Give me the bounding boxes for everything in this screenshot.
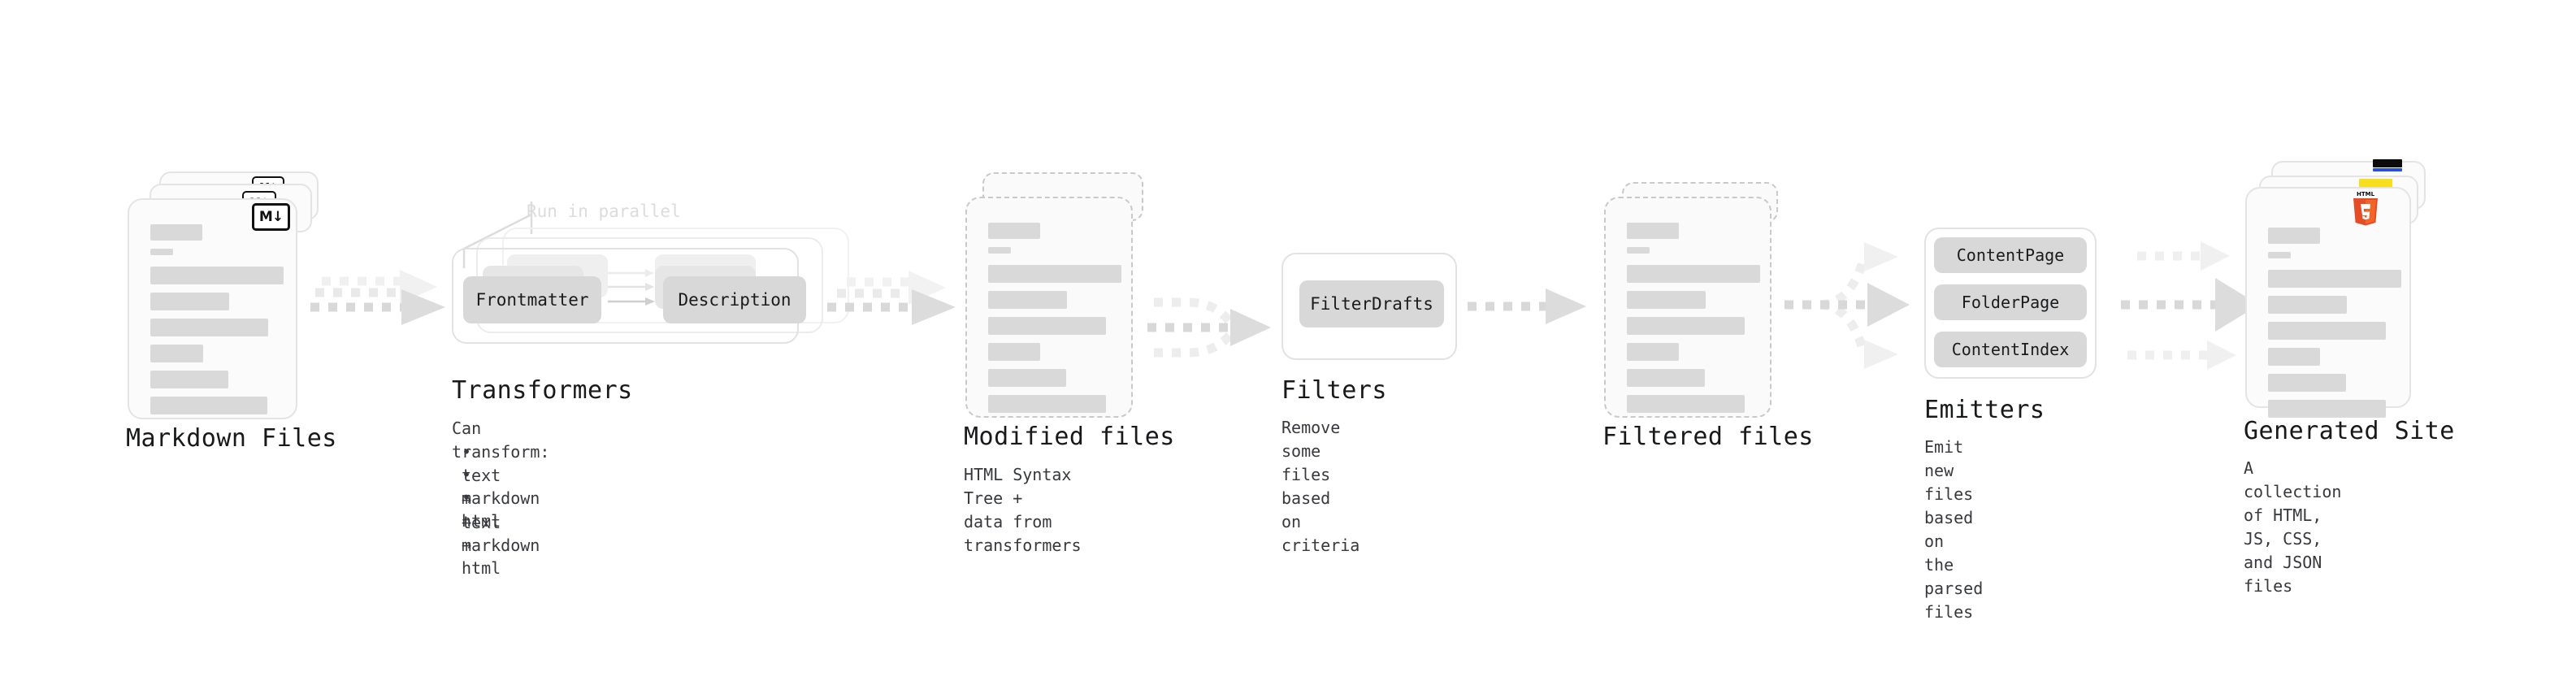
modified-card-front <box>965 197 1133 418</box>
emitters-title: Emitters <box>1924 396 2045 424</box>
filters-frame <box>1281 253 1457 360</box>
emitters-chip-contentindex-label: ContentIndex <box>1951 340 2070 359</box>
generated-site-title: Generated Site <box>2244 417 2455 445</box>
transformer-chip-description-label: Description <box>678 290 791 310</box>
transformers-description: Can transform: <box>452 419 550 462</box>
arrow-filtered-to-emitters <box>1785 242 1910 369</box>
svg-text:HTML: HTML <box>2357 191 2375 197</box>
site-card-content-lines <box>2268 228 2401 426</box>
css-icon-label <box>2373 159 2402 167</box>
filters-description: Remove some files based on criteria <box>1281 418 1360 555</box>
transformer-internal-arrows <box>608 269 655 306</box>
arrow-emitters-to-site <box>2121 241 2259 370</box>
filters-title: Filters <box>1281 376 1387 405</box>
site-card-front <box>2245 187 2411 418</box>
transformer-chip-frontmatter[interactable]: Frontmatter <box>463 276 601 323</box>
transformers-bullet-2: • html → html <box>462 488 501 578</box>
modified-files-title: Modified files <box>964 423 1175 451</box>
transformer-chip-frontmatter-label: Frontmatter <box>475 290 589 310</box>
generated-site-description: A collection of HTML, JS, CSS, and JSON … <box>2244 458 2342 596</box>
markdown-card-front <box>128 198 297 419</box>
arrow-filters-to-filtered <box>1468 288 1586 324</box>
emitters-chip-contentpage-label: ContentPage <box>1956 245 2065 265</box>
emitters-description: Emit new files based on the parsed files <box>1924 437 1984 622</box>
filtered-card-front <box>1604 197 1772 418</box>
transformers-bullet-0: • text → text <box>462 442 501 532</box>
modified-card-content-lines <box>988 223 1121 421</box>
modified-files-description: HTML Syntax Tree + data from transformer… <box>964 465 1082 555</box>
filtered-card-content-lines <box>1627 223 1760 421</box>
markdown-icon: M↓ <box>252 203 290 231</box>
markdown-files-title: Markdown Files <box>126 424 337 453</box>
arrow-modified-to-filters <box>1147 297 1271 358</box>
html5-icon: HTML <box>2353 191 2378 226</box>
transformers-bullet-1: • markdown → markdown <box>462 465 540 555</box>
run-in-parallel-label: Run in parallel <box>527 202 681 221</box>
arrow-md-to-transformers <box>310 270 445 325</box>
filters-chip-filterdrafts-label: FilterDrafts <box>1310 294 1433 314</box>
markdown-card-content-lines <box>150 224 284 423</box>
transformers-title: Transformers <box>452 376 633 405</box>
transformer-chip-description[interactable]: Description <box>663 276 806 323</box>
emitters-chip-folderpage[interactable]: FolderPage <box>1934 284 2087 320</box>
emitters-chip-contentpage[interactable]: ContentPage <box>1934 237 2087 273</box>
filtered-files-title: Filtered files <box>1602 423 1814 451</box>
emitters-frame <box>1924 228 2097 379</box>
filters-chip-filterdrafts[interactable]: FilterDrafts <box>1299 280 1444 327</box>
css-icon <box>2373 168 2402 171</box>
emitters-chip-contentindex[interactable]: ContentIndex <box>1934 332 2087 367</box>
arrow-transformers-to-modified <box>827 271 956 325</box>
emitters-chip-folderpage-label: FolderPage <box>1961 293 2060 312</box>
